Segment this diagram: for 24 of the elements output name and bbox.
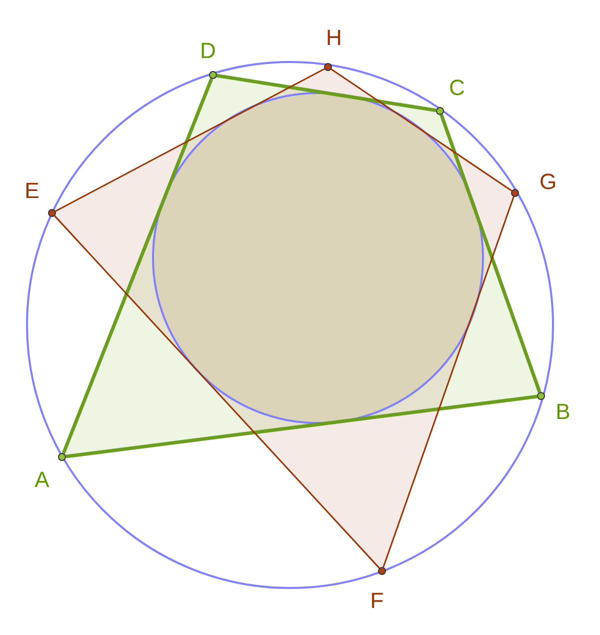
point-label: H: [326, 26, 342, 50]
point-label: D: [200, 39, 216, 63]
line-segment: [440, 114, 542, 393]
line-segment: [216, 74, 436, 112]
line-segment: [54, 215, 380, 569]
point-dot: [378, 567, 386, 575]
point-dot: [58, 453, 66, 461]
line-segment: [55, 68, 325, 212]
point-label: B: [556, 400, 570, 424]
point-label: F: [370, 589, 384, 613]
point-dot: [537, 392, 545, 400]
line-segment: [330, 68, 512, 192]
line-segment: [62, 78, 214, 454]
point-label: E: [24, 179, 40, 203]
point-dot: [48, 209, 56, 217]
point-dot: [209, 71, 217, 79]
point-dot: [511, 189, 519, 197]
point-label: G: [539, 170, 557, 194]
line-segment: [382, 196, 514, 568]
point-label: A: [34, 468, 50, 492]
line-segment: [66, 394, 538, 458]
point-label: C: [449, 76, 465, 100]
point-dot: [436, 107, 444, 115]
point-dot: [324, 63, 332, 71]
